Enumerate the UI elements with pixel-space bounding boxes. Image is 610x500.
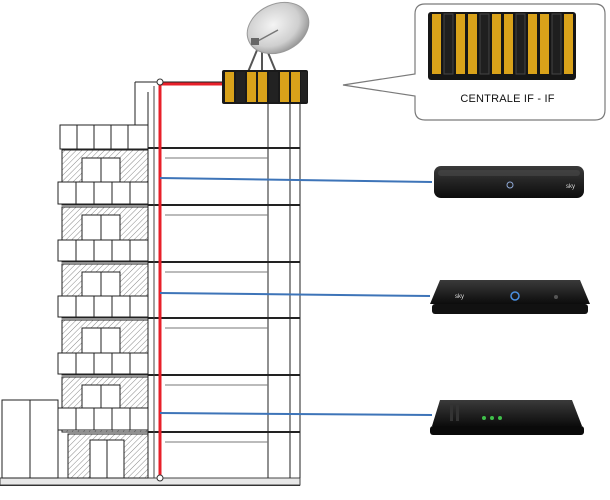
drop-cable-1 [159,177,433,183]
balcony-floor-3 [57,263,149,319]
set-top-box-1-icon: sky [434,166,584,198]
set-top-box-3-icon [430,400,584,435]
balcony-floor-5 [57,149,149,206]
drop-cable-3 [159,412,433,416]
building [0,81,301,486]
headend-callout [342,3,606,121]
balcony-floor-4 [57,206,149,263]
drop-cable-2 [159,292,431,297]
riser-top-node [156,78,164,86]
riser-cable [158,82,222,478]
headend-modules-closeup-icon [428,12,576,80]
balcony-floor-2 [57,319,149,376]
set-top-box-2-icon: sky [430,280,590,314]
drop-cables [159,177,433,416]
satellite-dish-icon [246,1,310,74]
riser-bottom-node [156,474,164,482]
set-top-box-1-brand: sky [566,184,575,190]
callout-label: CENTRALE IF - IF [460,93,555,105]
headend-modules-icon [222,70,308,104]
ground-floor [67,433,149,479]
building-floors [148,147,300,443]
set-top-box-2-brand: sky [455,294,464,300]
balcony-floor-1 [57,376,149,433]
